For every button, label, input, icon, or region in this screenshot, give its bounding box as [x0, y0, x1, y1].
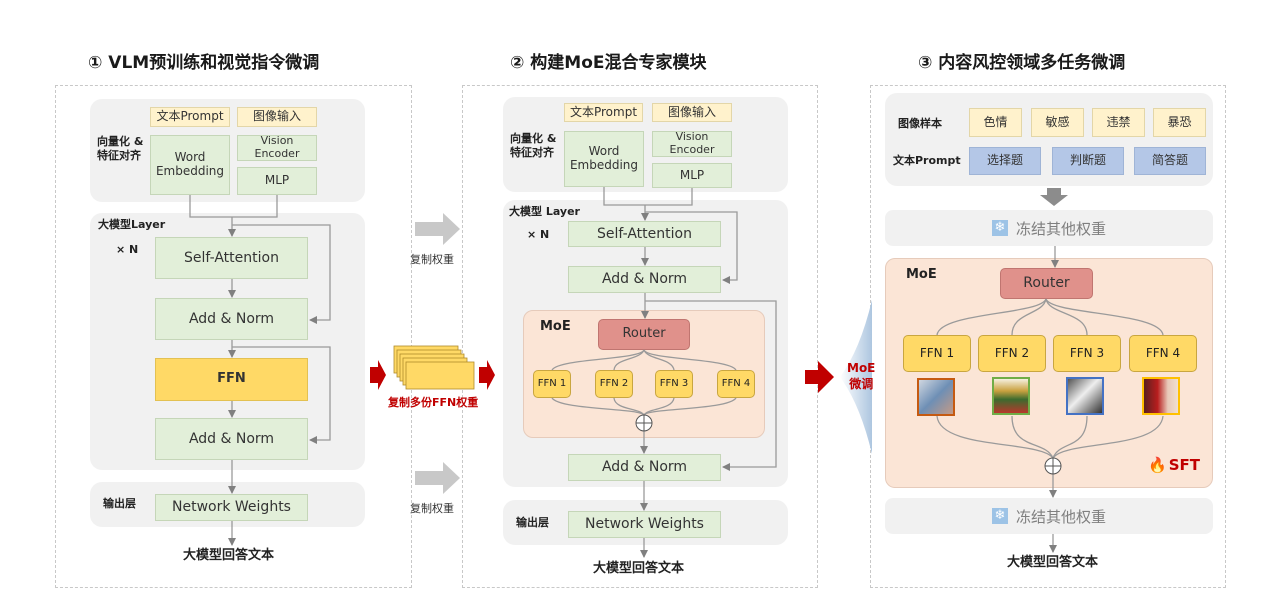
p2-input-group [503, 97, 788, 192]
p3-router: Router [1000, 268, 1093, 299]
p2-mlp: MLP [652, 163, 732, 188]
p3-freeze-bottom: ❄ 冻结其他权重 [885, 498, 1213, 534]
p2-answer: 大模型回答文本 [593, 561, 685, 576]
p2-image-input: 图像输入 [652, 103, 732, 122]
p1-layer-label: 大模型Layer [98, 218, 166, 231]
copy-weights-label-2: 复制权重 [410, 502, 454, 515]
p3-sft-badge: 🔥 SFT [1148, 456, 1200, 474]
p2-expert-4: FFN 4 [717, 370, 755, 398]
grey-arrow-icon [415, 213, 460, 245]
p2-word-embedding: Word Embedding [564, 131, 644, 187]
p3-text-prompt-label: 文本Prompt [893, 154, 961, 167]
p1-vision-encoder: Vision Encoder [237, 135, 317, 161]
snowflake-icon: ❄ [991, 508, 1008, 524]
p3-sample-image-2 [992, 377, 1030, 415]
p3-freeze-label: 冻结其他权重 [1015, 219, 1106, 238]
p3-sample-porn: 色情 [969, 108, 1022, 137]
copy-ffn-label: 复制多份FFN权重 [388, 396, 479, 409]
p2-output-label: 输出层 [516, 516, 549, 529]
p3-freeze-label-2: 冻结其他权重 [1015, 507, 1106, 526]
p2-add-norm-2: Add & Norm [568, 454, 721, 481]
p1-answer: 大模型回答文本 [183, 548, 275, 563]
p3-expert-3: FFN 3 [1053, 335, 1121, 372]
p3-sample-prohibited: 违禁 [1092, 108, 1145, 137]
step1-title: ① VLM预训练和视觉指令微调 [88, 53, 320, 73]
panel-step2 [462, 85, 818, 588]
p1-word-embedding: Word Embedding [150, 135, 230, 195]
p3-expert-2: FFN 2 [978, 335, 1046, 372]
moe-finetune-label: MoE 微调 [847, 361, 876, 391]
p3-prompt-choice: 选择题 [969, 147, 1041, 175]
p2-self-attention: Self-Attention [568, 221, 721, 247]
p2-network-weights: Network Weights [568, 511, 721, 538]
p1-output-label: 输出层 [103, 497, 136, 510]
p2-vision-encoder: Vision Encoder [652, 131, 732, 157]
p1-text-prompt: 文本Prompt [150, 107, 230, 127]
p3-expert-4: FFN 4 [1129, 335, 1197, 372]
copy-weights-label: 复制权重 [410, 253, 454, 266]
p2-text-prompt: 文本Prompt [564, 103, 643, 122]
p3-sample-image-3 [1066, 377, 1104, 415]
step2-title: ② 构建MoE混合专家模块 [510, 53, 707, 73]
p2-expert-1: FFN 1 [533, 370, 571, 398]
p3-moe-label: MoE [906, 267, 937, 282]
p2-layer-label: 大模型 Layer [509, 205, 580, 218]
grey-arrow-icon [415, 462, 460, 494]
p1-add-norm-2: Add & Norm [155, 418, 308, 460]
p1-mlp: MLP [237, 167, 317, 195]
p3-sample-terror: 暴恐 [1153, 108, 1206, 137]
p1-self-attention: Self-Attention [155, 237, 308, 279]
p2-expert-2: FFN 2 [595, 370, 633, 398]
p3-prompt-short-answer: 简答题 [1134, 147, 1206, 175]
snowflake-icon: ❄ [991, 220, 1008, 236]
p3-freeze-top: ❄ 冻结其他权重 [885, 210, 1213, 246]
p3-expert-1: FFN 1 [903, 335, 971, 372]
p1-ffn: FFN [155, 358, 308, 401]
p3-answer: 大模型回答文本 [1007, 555, 1099, 570]
p1-repeat-label: × N [116, 243, 139, 256]
p2-router: Router [598, 319, 690, 350]
p2-moe-label: MoE [540, 319, 571, 334]
p1-network-weights: Network Weights [155, 494, 308, 521]
p2-expert-3: FFN 3 [655, 370, 693, 398]
fire-icon: 🔥 [1148, 456, 1167, 474]
p3-prompt-judge: 判断题 [1052, 147, 1124, 175]
p1-vectorize-label: 向量化 & 特征对齐 [97, 135, 144, 163]
p2-repeat-label: × N [527, 228, 550, 241]
step3-title: ③ 内容风控领域多任务微调 [918, 53, 1126, 73]
p2-vectorize-label: 向量化 & 特征对齐 [510, 132, 557, 160]
p3-sample-image-4 [1142, 377, 1180, 415]
panel-step1 [55, 85, 412, 588]
p1-image-input: 图像输入 [237, 107, 317, 127]
p3-sample-image-1 [917, 378, 955, 416]
p2-add-norm-1: Add & Norm [568, 266, 721, 293]
p3-sample-sensitive: 敏感 [1031, 108, 1084, 137]
p3-sft-label: SFT [1168, 456, 1200, 474]
p3-image-samples-label: 图像样本 [898, 117, 942, 130]
p1-add-norm-1: Add & Norm [155, 298, 308, 340]
